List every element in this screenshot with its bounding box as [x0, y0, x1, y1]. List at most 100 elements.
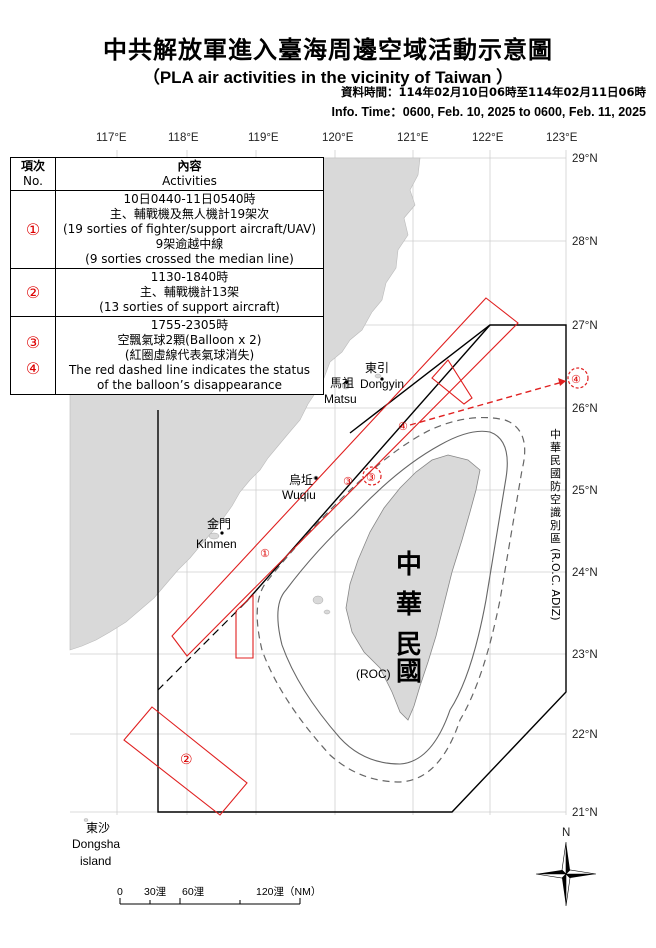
- legend-line: 1130-1840時: [150, 270, 229, 284]
- legend-line: 主、輔戰機計13架: [139, 285, 240, 299]
- lat-21: 21°N: [572, 807, 598, 819]
- zone-1-stub: [235, 593, 254, 659]
- marker-2: ②: [180, 752, 193, 768]
- legend-header-no-zh: 項次: [20, 159, 45, 173]
- label-dongsha-en-2: island: [80, 854, 111, 868]
- scale-label-30: 30浬: [144, 885, 167, 898]
- marker-3b: ③: [366, 471, 376, 484]
- marker-4b: ④: [571, 373, 581, 386]
- adiz-zh-6: 空: [550, 492, 561, 506]
- balloon-arrowhead: [558, 378, 566, 386]
- adiz-zh-3: 民: [550, 454, 561, 467]
- legend-header-activities-en: Activities: [162, 174, 217, 188]
- adiz-zh-7: 識: [550, 506, 561, 519]
- legend-header-no-en: No.: [23, 174, 43, 188]
- legend-row-1-no: ①: [10, 190, 56, 269]
- label-kinmen-zh: 金門: [207, 516, 231, 531]
- legend-row-3-4-no: ③ ④: [10, 316, 56, 395]
- legend-line: 10日0440-11日0540時: [123, 192, 256, 206]
- legend-line: The red dashed line indicates the status: [68, 363, 311, 377]
- scale-bar: 0 30浬 60浬 120浬（NM）: [117, 885, 321, 905]
- label-dongyin-en: Dongyin: [360, 377, 404, 391]
- scale-label-60: 60浬: [182, 885, 205, 898]
- adiz-en: (R.O.C. ADIZ): [549, 548, 562, 621]
- activity-legend: 項次 No. 內容 Activities ① 10日0440-11日0540時 …: [10, 157, 324, 395]
- lat-22: 22°N: [572, 729, 598, 741]
- lon-120: 120°E: [322, 132, 354, 144]
- lat-25: 25°N: [572, 485, 598, 497]
- legend-line: (19 sorties of fighter/support aircraft/…: [62, 222, 316, 236]
- roc-zh-4: 國: [396, 657, 422, 687]
- lat-28: 28°N: [572, 236, 598, 248]
- zone-1-box: [171, 297, 519, 657]
- territorial-zone: [277, 430, 508, 765]
- north-label: N: [562, 827, 570, 839]
- lon-122: 122°E: [472, 132, 504, 144]
- legend-row-1-content: 10日0440-11日0540時 主、輔戰機及無人機計19架次 (19 sort…: [55, 190, 324, 269]
- legend-line: 空飄氣球2顆(Balloon x 2): [117, 333, 262, 347]
- label-dongsha-zh: 東沙: [86, 821, 110, 835]
- scale-label-120: 120浬（NM）: [256, 885, 321, 898]
- roc-zh-2: 華: [396, 590, 422, 620]
- adiz-zh-9: 區: [550, 532, 561, 545]
- markers: ① ② ③ ③ ④ ④: [180, 367, 589, 768]
- scale-label-0: 0: [117, 886, 123, 898]
- lat-27: 27°N: [572, 320, 598, 332]
- roc-label: 中 華 民 國 (ROC): [356, 550, 422, 687]
- adiz-zh-4: 國: [550, 467, 561, 480]
- lon-121: 121°E: [397, 132, 429, 144]
- coastal-islands: [83, 373, 382, 822]
- median-line-lower: [157, 601, 247, 691]
- lon-117: 117°E: [96, 132, 127, 144]
- lon-118: 118°E: [168, 132, 199, 144]
- latitude-labels: 29°N 28°N 27°N 26°N 25°N 24°N 23°N 22°N …: [572, 153, 598, 819]
- contiguous-zone: [256, 416, 526, 783]
- legend-row-3-no: ③: [25, 332, 41, 352]
- adiz-zh-8: 別: [550, 519, 561, 532]
- place-labels: 馬祖 Matsu 東引 Dongyin 烏坵 Wuqiu 金門 Kinmen 東…: [72, 361, 404, 868]
- legend-line: 1755-2305時: [150, 318, 229, 332]
- longitude-labels: 117°E 118°E 119°E 120°E 121°E 122°E 123°…: [96, 132, 578, 144]
- roc-en: (ROC): [356, 667, 391, 681]
- north-arrow-icon: N: [535, 827, 597, 907]
- lat-23: 23°N: [572, 649, 598, 661]
- lat-29: 29°N: [572, 153, 598, 165]
- zone-1-notch: [431, 359, 473, 405]
- marker-1: ①: [260, 547, 270, 560]
- legend-line: of the balloon’s disappearance: [96, 378, 283, 392]
- roc-zh-3: 民: [396, 630, 422, 660]
- label-wuqiu-en: Wuqiu: [282, 488, 316, 502]
- label-wuqiu-zh: 烏坵: [289, 473, 313, 487]
- legend-row-2-no: ②: [10, 268, 56, 317]
- legend-header-activities: 內容 Activities: [55, 157, 324, 191]
- zone-2-box: [123, 706, 248, 816]
- legend-row-3-4-content: 1755-2305時 空飄氣球2顆(Balloon x 2) (紅圈虛線代表氣球…: [55, 316, 324, 395]
- label-matsu-en: Matsu: [324, 392, 357, 406]
- label-dongsha-en-1: Dongsha: [72, 837, 120, 851]
- lon-119: 119°E: [248, 132, 279, 144]
- legend-header-activities-zh: 內容: [177, 159, 202, 173]
- legend-header-no: 項次 No.: [10, 157, 56, 191]
- map-title-zh: 中共解放軍進入臺海周邊空域活動示意圖: [103, 35, 553, 64]
- legend-line: 主、輔戰機及無人機計19架次: [109, 207, 270, 221]
- source-time-en: Info. Time：0600, Feb. 10, 2025 to 0600, …: [331, 105, 646, 119]
- legend-line: (紅圈虛線代表氣球消失): [124, 348, 255, 362]
- activity-zones: [123, 297, 519, 816]
- adiz-zh-1: 中: [550, 428, 561, 441]
- legend-line: (13 sorties of support aircraft): [99, 300, 280, 314]
- marker-4a: ④: [398, 420, 408, 433]
- label-dongyin-zh: 東引: [365, 361, 389, 375]
- legend-row-1: ① 10日0440-11日0540時 主、輔戰機及無人機計19架次 (19 so…: [10, 190, 324, 269]
- label-matsu-zh: 馬祖: [330, 375, 354, 390]
- balloon-track: [409, 380, 567, 426]
- map-title-en: （PLA air activities in the vicinity of T…: [142, 68, 514, 87]
- adiz-label: 中 華 民 國 防 空 識 別 區 (R.O.C. ADIZ): [549, 428, 562, 621]
- legend-line: 9架逾越中線: [155, 237, 224, 251]
- legend-row-2-content: 1130-1840時 主、輔戰機計13架 (13 sorties of supp…: [55, 268, 324, 317]
- lat-26: 26°N: [572, 403, 598, 415]
- label-kinmen-en: Kinmen: [196, 537, 237, 551]
- taiwan-island: [345, 454, 481, 721]
- legend-row-4-no: ④: [25, 358, 41, 378]
- source-time-zh: 資料時間：114年02月10日06時至114年02月11日06時: [340, 85, 646, 99]
